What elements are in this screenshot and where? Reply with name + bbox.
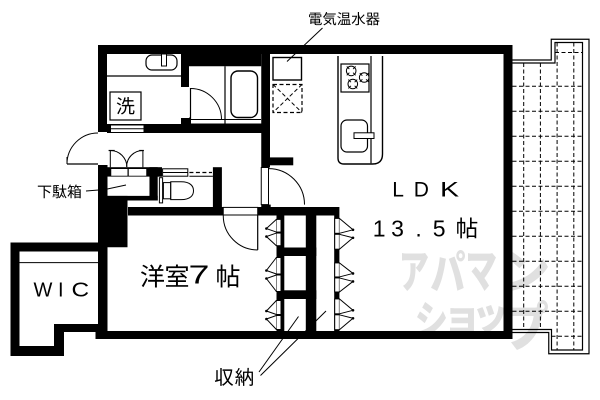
svg-text:D: D [414, 178, 429, 201]
svg-text:3: 3 [391, 216, 404, 242]
svg-text:1: 1 [373, 216, 386, 242]
svg-text:I: I [58, 280, 64, 302]
svg-text:.: . [415, 216, 421, 242]
svg-text:7: 7 [189, 260, 210, 289]
svg-text:5: 5 [433, 216, 446, 242]
svg-text:W: W [34, 280, 53, 302]
svg-text:L: L [392, 178, 404, 201]
svg-text:K: K [440, 178, 459, 201]
svg-text:C: C [71, 279, 89, 301]
